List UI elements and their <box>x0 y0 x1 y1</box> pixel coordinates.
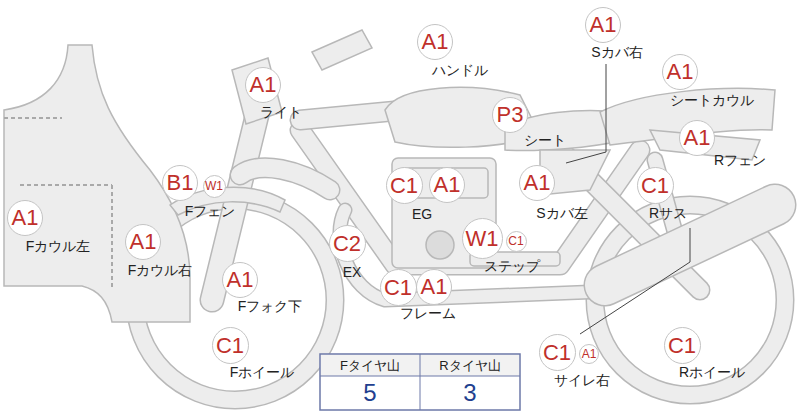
condition-code: A1 <box>422 29 449 54</box>
tyre-value: 3 <box>463 379 476 407</box>
table-header: Fタイヤ山 <box>340 358 400 374</box>
condition-code: A1 <box>250 72 277 97</box>
part-label: Rサス <box>649 205 687 221</box>
part-label: Sカバ左 <box>536 205 587 221</box>
condition-code: A1 <box>421 274 448 299</box>
condition-circle: A1 <box>519 165 555 201</box>
condition-code: A1 <box>130 229 157 254</box>
condition-code: A1 <box>667 59 694 84</box>
condition-circle: C1 <box>664 327 701 364</box>
condition-circle: C1 <box>386 167 423 204</box>
condition-circle: A1 <box>585 7 621 43</box>
part-label: Fフォク下 <box>238 298 303 314</box>
condition-circle: A1 <box>417 24 453 60</box>
condition-code: C1 <box>508 234 523 248</box>
condition-circle: C1 <box>380 269 417 306</box>
condition-circle: A1 <box>222 262 258 298</box>
part-label: ハンドル <box>432 62 488 78</box>
part-label: フレーム <box>400 305 456 321</box>
condition-code: C1 <box>641 173 669 198</box>
table-header: Rタイヤ山 <box>439 358 500 374</box>
part-label: Fホイール <box>230 364 295 380</box>
condition-code: C1 <box>216 333 244 358</box>
part-label: Fカウル左 <box>26 238 91 254</box>
condition-circle: A1 <box>579 344 599 364</box>
condition-code: A1 <box>582 347 597 361</box>
condition-circle: A1 <box>662 54 698 90</box>
condition-code: W1 <box>205 179 223 193</box>
condition-circle: C1 <box>212 327 249 364</box>
tyre-value: 5 <box>363 379 376 407</box>
condition-circle: C2 <box>329 225 366 262</box>
condition-code: C1 <box>543 340 571 365</box>
condition-circle: A1 <box>416 269 452 305</box>
part-label: Rフェン <box>714 152 766 168</box>
condition-code: A1 <box>12 205 39 230</box>
condition-code: C1 <box>384 275 412 300</box>
condition-circle: W1 <box>203 175 226 198</box>
condition-code: A1 <box>227 267 254 292</box>
condition-code: B1 <box>167 170 194 195</box>
condition-code: C1 <box>390 173 418 198</box>
part-label: Rホイール <box>679 364 745 380</box>
condition-code: C1 <box>668 333 696 358</box>
part-label: Sカバ右 <box>591 44 642 60</box>
part-label: Fフェン <box>185 203 236 219</box>
condition-circle: B1 <box>162 165 198 201</box>
tyre-table <box>320 354 520 410</box>
condition-circle: A1 <box>429 167 465 203</box>
condition-code: P3 <box>497 102 524 127</box>
condition-circle: C1 <box>506 231 527 252</box>
part-label: ステップ <box>484 258 540 274</box>
condition-circle: A1 <box>125 224 161 260</box>
part-label: EX <box>343 264 362 280</box>
part-label: Fカウル右 <box>128 262 193 278</box>
condition-code: A1 <box>524 170 551 195</box>
condition-circle: W1 <box>462 218 503 259</box>
condition-circle: A1 <box>245 67 281 103</box>
condition-circle: C1 <box>637 167 674 204</box>
condition-circle: C1 <box>539 334 576 371</box>
condition-code: A1 <box>590 12 617 37</box>
part-label: サイレ右 <box>554 372 610 388</box>
part-label: EG <box>412 206 432 222</box>
condition-code: A1 <box>684 125 711 150</box>
condition-code: C2 <box>333 231 361 256</box>
part-label: シートカウル <box>670 92 754 108</box>
condition-circle: P3 <box>492 97 528 133</box>
condition-code: W1 <box>466 226 499 251</box>
part-label: シート <box>524 132 566 148</box>
condition-code: A1 <box>434 172 461 197</box>
condition-circle: A1 <box>679 120 715 156</box>
condition-circle: A1 <box>7 200 43 236</box>
part-label: ライト <box>260 104 302 120</box>
